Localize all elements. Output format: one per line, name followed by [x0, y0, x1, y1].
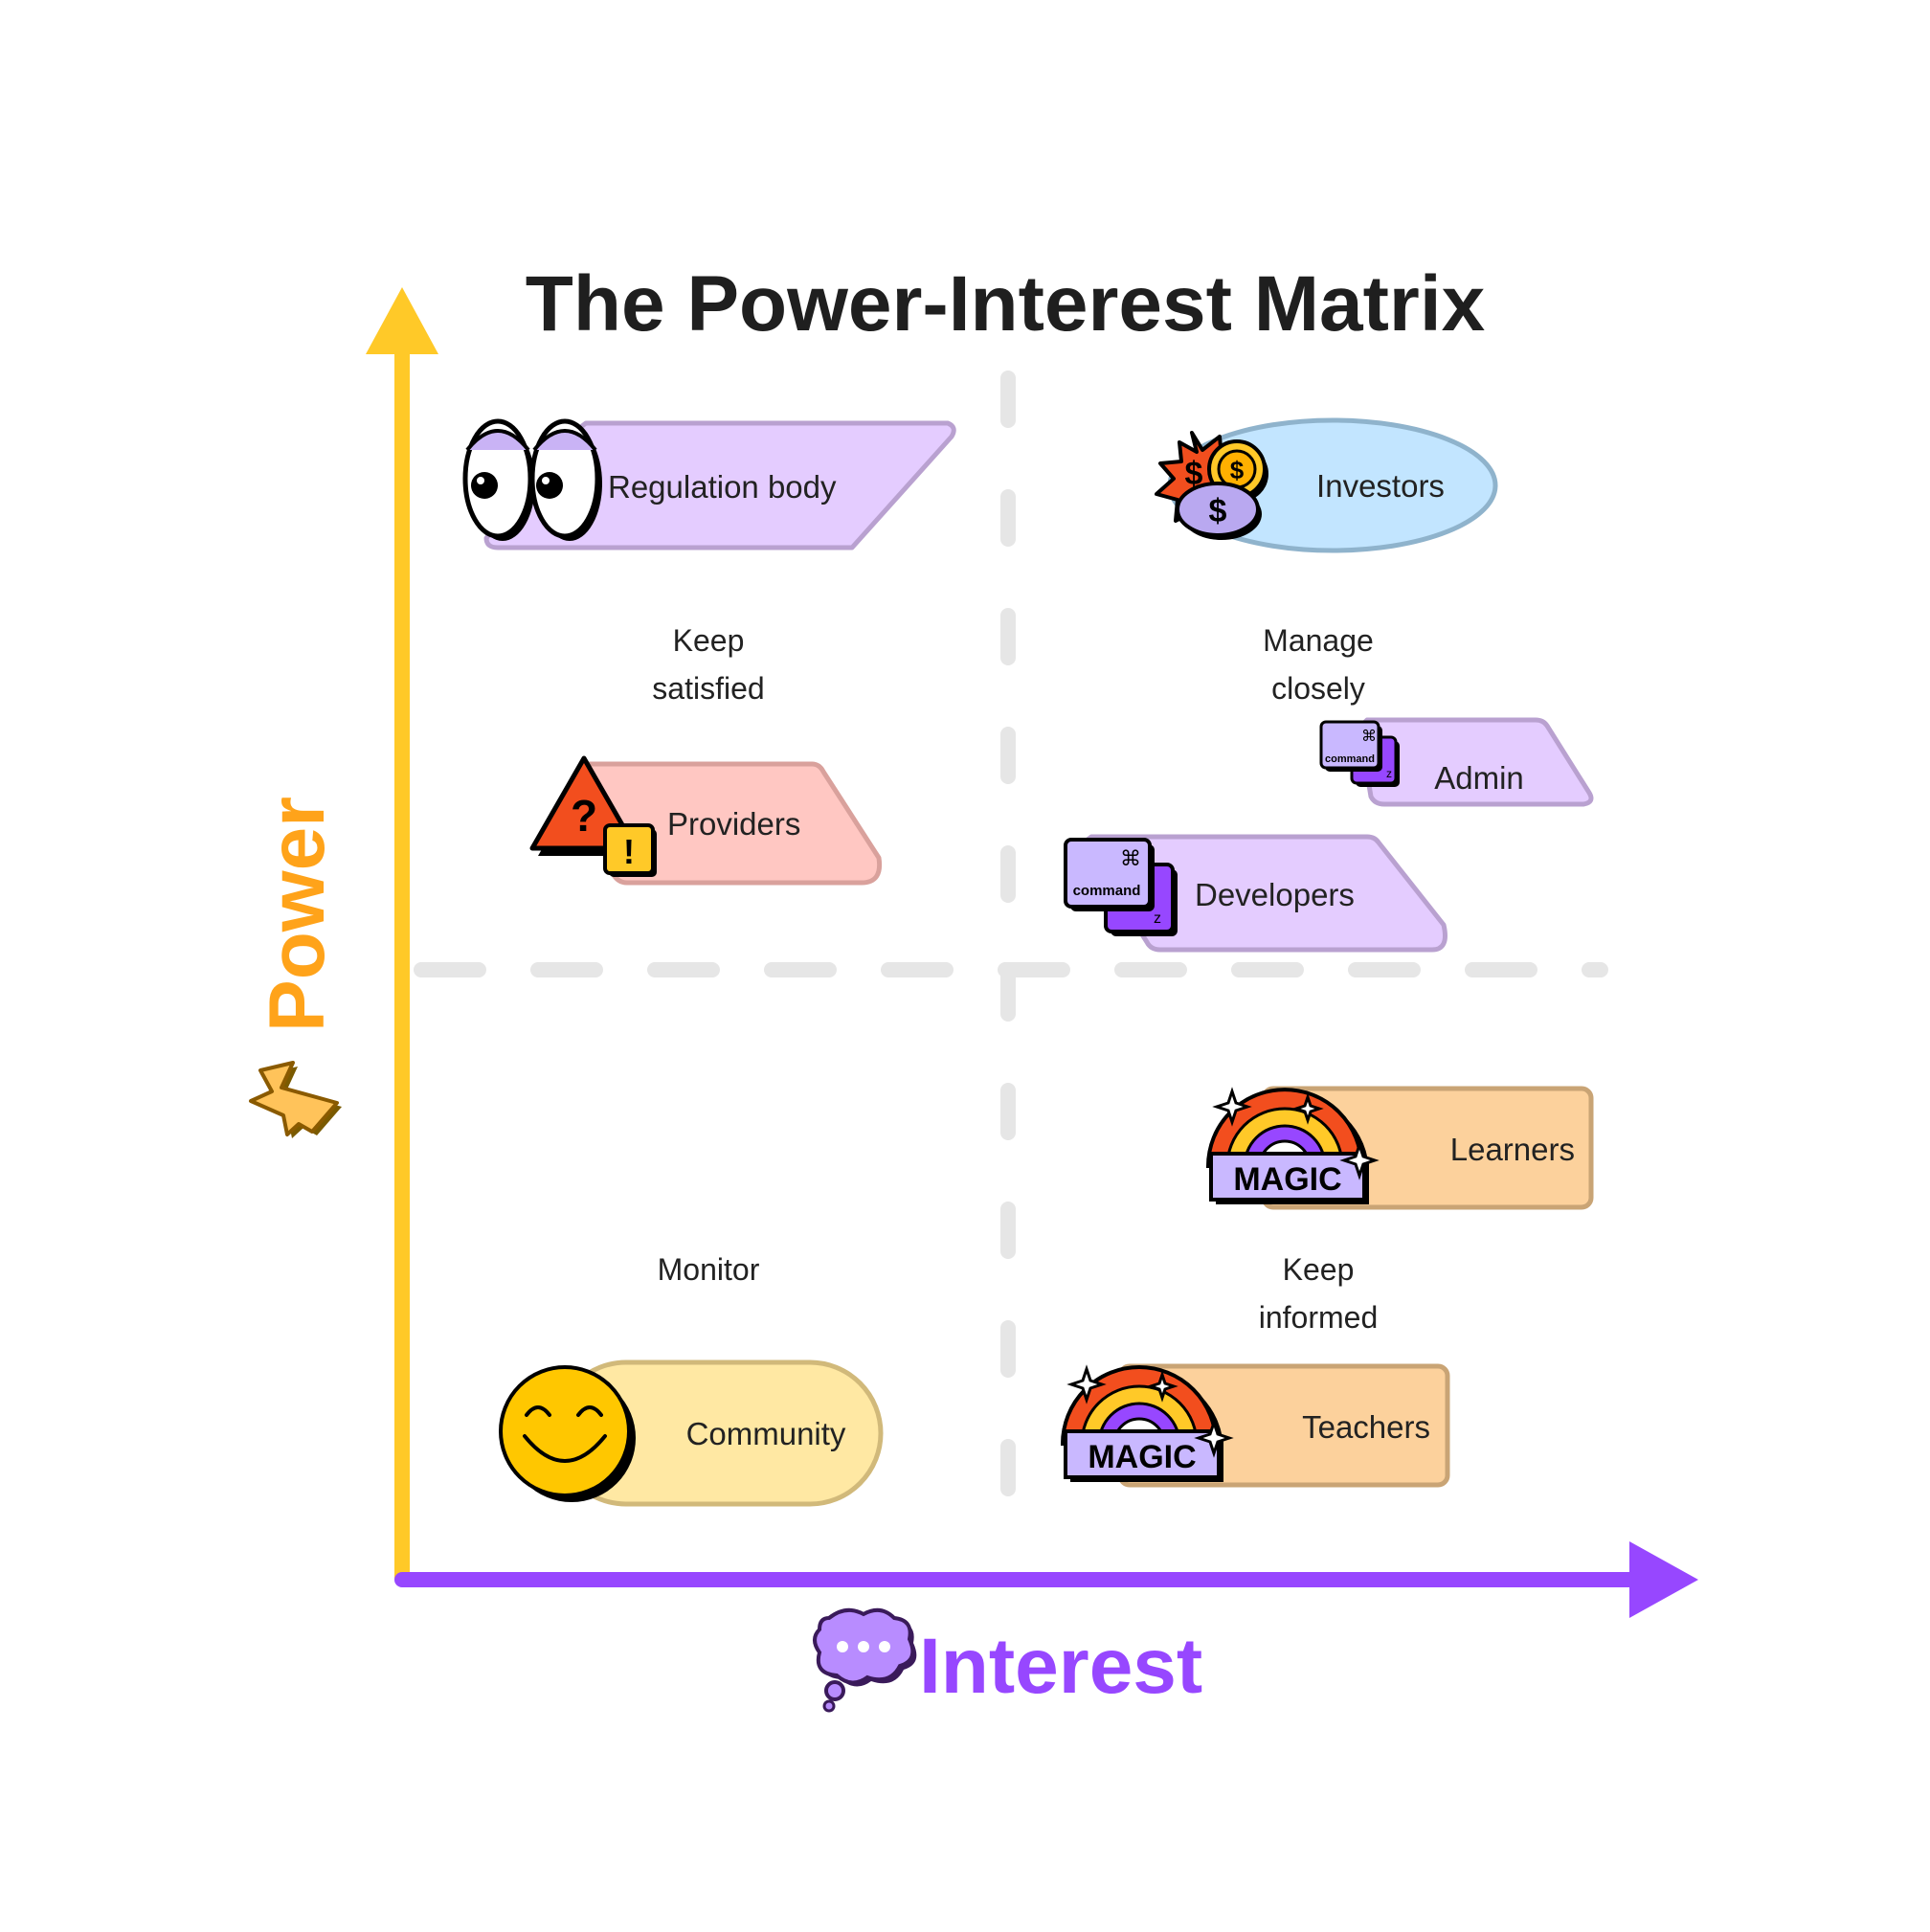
magic-rainbow-icon: MAGIC — [1205, 1087, 1380, 1204]
power-axis-label: Power — [254, 797, 341, 1032]
svg-text:MAGIC: MAGIC — [1233, 1161, 1341, 1198]
thought-bubble-icon — [813, 1607, 917, 1713]
stakeholder-regulation-body[interactable]: Regulation body — [462, 418, 956, 550]
eyes-icon — [462, 418, 602, 541]
stakeholder-providers[interactable]: Providers ? ! — [529, 755, 883, 886]
svg-text:⌘: ⌘ — [1361, 727, 1377, 745]
quadrant-label-monitor: Monitor — [658, 1252, 760, 1287]
power-axis — [366, 287, 438, 1585]
quadrant-label-keep-satisfied-line2: satisfied — [652, 671, 764, 706]
quadrant-label-keep-informed-line1: Keep — [1283, 1252, 1355, 1287]
diagram-title: The Power-Interest Matrix — [526, 260, 1485, 348]
quadrant-label-keep-satisfied-line1: Keep — [673, 623, 745, 658]
svg-text:command: command — [1325, 753, 1375, 765]
stakeholder-label: Community — [686, 1416, 846, 1451]
warning-icon: ? ! — [529, 755, 657, 877]
svg-text:command: command — [1073, 883, 1141, 899]
power-axis-arrowhead — [366, 287, 438, 354]
stakeholder-label: Investors — [1316, 468, 1445, 504]
svg-text:MAGIC: MAGIC — [1088, 1439, 1196, 1475]
quadrant-label-manage-closely-line2: closely — [1271, 671, 1365, 706]
stakeholder-teachers[interactable]: Teachers MAGIC — [1060, 1363, 1450, 1488]
magic-rainbow-icon: MAGIC — [1060, 1364, 1234, 1482]
quadrant-label-manage-closely-line1: Manage — [1263, 623, 1374, 658]
svg-text:$: $ — [1230, 456, 1245, 484]
keyboard-shortcut-icon: z ⌘ command — [1064, 838, 1178, 936]
stakeholder-label: Regulation body — [608, 469, 837, 505]
stakeholder-label: Teachers — [1302, 1409, 1430, 1445]
interest-axis-label: Interest — [919, 1623, 1202, 1710]
stakeholder-investors[interactable]: Investors $ $ $ — [1155, 417, 1498, 553]
money-icon: $ $ $ — [1155, 431, 1268, 540]
interest-axis — [394, 1541, 1698, 1618]
svg-text:z: z — [1154, 910, 1161, 927]
stakeholder-admin[interactable]: Admin z ⌘ command — [1319, 717, 1594, 807]
svg-text:?: ? — [571, 791, 597, 841]
interest-axis-arrowhead — [1629, 1541, 1698, 1618]
stakeholder-developers[interactable]: Developers z ⌘ command — [1064, 834, 1448, 953]
keyboard-shortcut-icon: z ⌘ command — [1319, 720, 1400, 787]
stakeholder-community[interactable]: Community — [499, 1359, 884, 1507]
svg-text:!: ! — [623, 832, 635, 871]
svg-text:$: $ — [1185, 456, 1203, 492]
stakeholder-learners[interactable]: Learners MAGIC — [1205, 1086, 1594, 1210]
quadrant-label-keep-informed-line2: informed — [1259, 1300, 1379, 1335]
stakeholder-label: Providers — [667, 806, 800, 842]
lightning-icon — [249, 1061, 342, 1138]
smiley-face-icon — [499, 1365, 636, 1502]
svg-text:⌘: ⌘ — [1120, 847, 1141, 871]
stakeholder-label: Learners — [1450, 1132, 1575, 1167]
stakeholder-label: Developers — [1195, 877, 1355, 912]
svg-text:z: z — [1386, 767, 1392, 780]
stakeholder-label: Admin — [1434, 760, 1524, 796]
svg-text:$: $ — [1209, 493, 1227, 529]
